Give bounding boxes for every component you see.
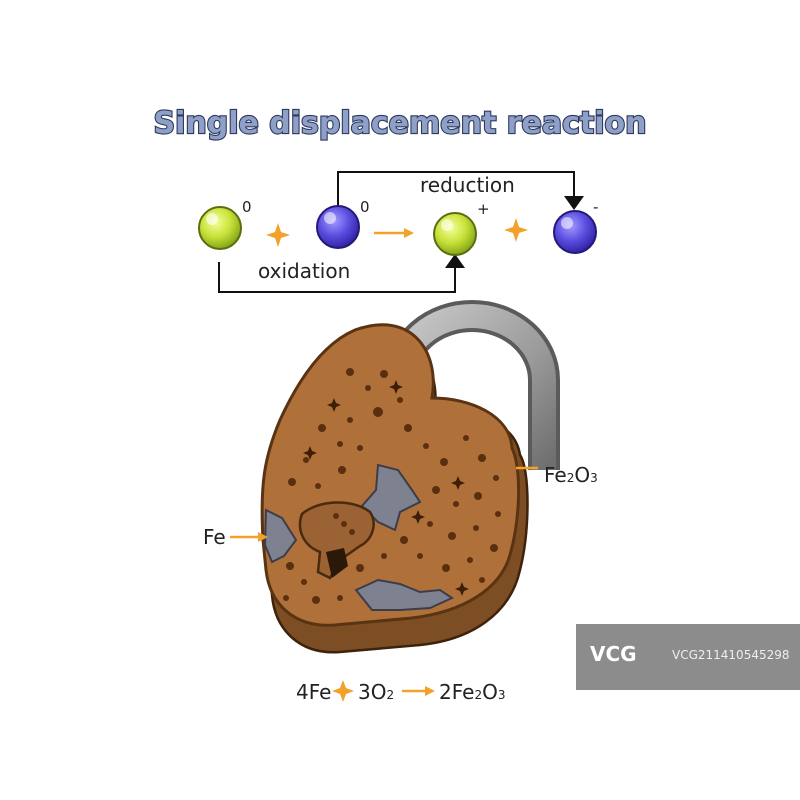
blue-ion-product xyxy=(553,210,597,254)
equation-plus-star xyxy=(332,680,354,702)
green-ion-reactant xyxy=(198,206,242,250)
oxidation-label: oxidation xyxy=(258,259,350,283)
yield-arrow-top xyxy=(374,228,414,238)
charge-green-product: + xyxy=(477,200,490,218)
rust-pits xyxy=(283,368,501,604)
label-fe2o3: Fe2O3 xyxy=(544,463,598,487)
iron-patch-left xyxy=(263,508,298,564)
reduction-arrowhead xyxy=(564,196,584,210)
watermark-banner: VCG VCG211410545298 xyxy=(576,624,800,690)
page-title: Single displacement reaction xyxy=(153,106,646,141)
equation-term-3o2: 3O2 xyxy=(358,680,394,704)
plus-star-1 xyxy=(266,223,290,247)
iron-patch-bottom xyxy=(354,578,455,611)
charge-green-reactant: 0 xyxy=(242,198,252,216)
plus-star-2 xyxy=(504,218,528,242)
charge-blue-reactant: 0 xyxy=(360,198,370,216)
equation-term-2fe2o3: 2Fe2O3 xyxy=(439,680,505,704)
label-fe: Fe xyxy=(203,525,226,549)
watermark-logo: VCG xyxy=(590,642,637,666)
padlock-illustration xyxy=(260,300,560,654)
watermark-id: VCG211410545298 xyxy=(672,648,790,662)
keyhole-slot xyxy=(326,548,348,578)
charge-blue-product: - xyxy=(593,198,598,216)
green-ion-product xyxy=(433,212,477,256)
reduction-bracket xyxy=(337,171,575,212)
rust-sparkles xyxy=(303,380,469,596)
oxidation-bracket xyxy=(218,262,456,293)
keyhole-plate xyxy=(298,501,375,580)
reduction-label: reduction xyxy=(420,173,515,197)
equation-term-4fe: 4Fe xyxy=(296,680,331,704)
arrow-fe xyxy=(230,532,268,542)
blue-ion-reactant xyxy=(316,205,360,249)
iron-patch-center xyxy=(360,463,422,532)
oxidation-arrowhead xyxy=(445,254,465,268)
equation-yield-arrow xyxy=(402,686,435,696)
